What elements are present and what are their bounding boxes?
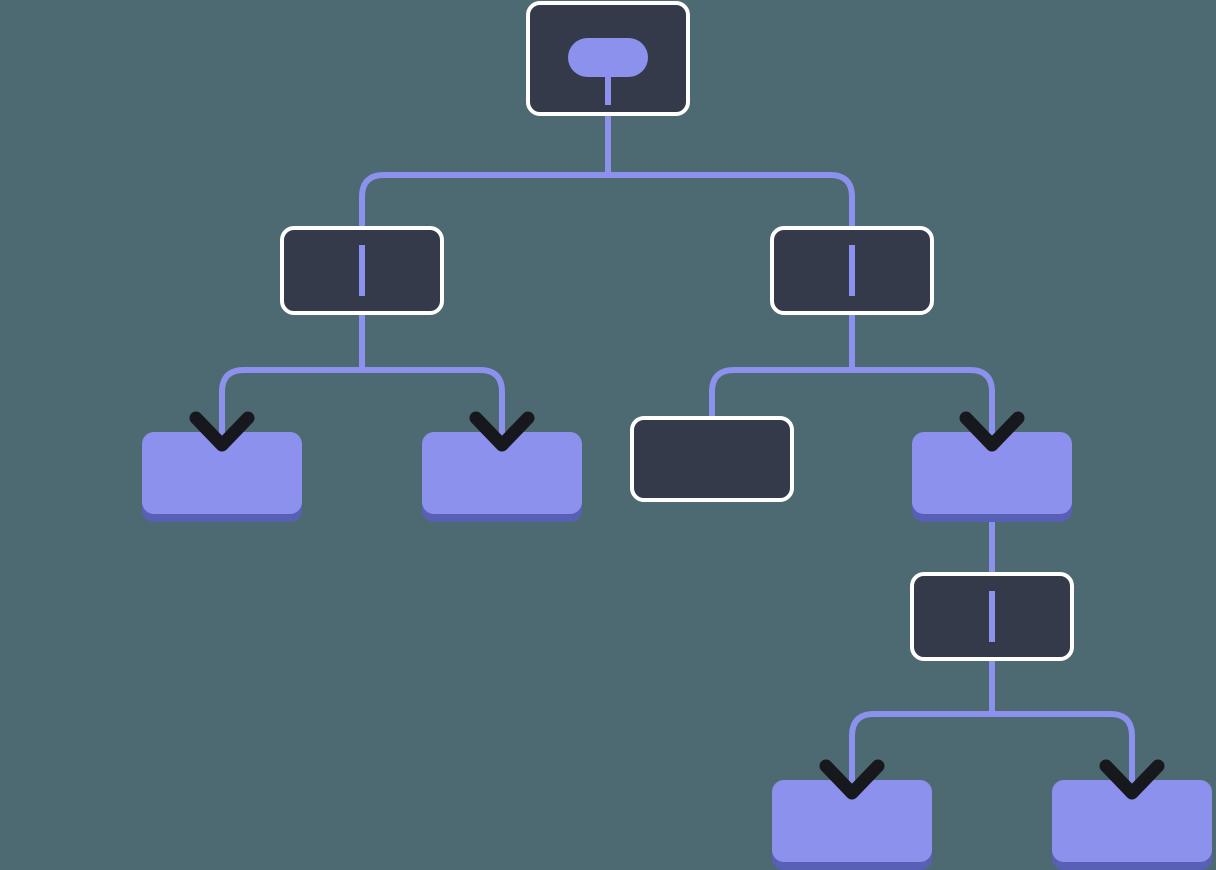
purple-node-layer	[142, 432, 1212, 870]
leaf-node-3-body	[772, 780, 932, 862]
edge-left-to-leaf-1	[219, 313, 365, 440]
edge-root-to-right-branch	[605, 114, 855, 228]
leaf-node-4-body	[1052, 780, 1212, 862]
root-node-pill-glyph	[568, 38, 648, 77]
dark-node-layer	[630, 416, 794, 502]
edge-left-to-leaf-2	[359, 313, 505, 440]
branch-node-right[interactable]	[770, 226, 934, 315]
edge-sub-to-leaf-3	[849, 659, 995, 788]
edge-right-to-mid-purple	[849, 313, 995, 440]
leaf-node-2[interactable]	[422, 432, 582, 522]
leaf-node-1-body	[142, 432, 302, 514]
leaf-node-3[interactable]	[772, 780, 932, 870]
branch-node-left[interactable]	[280, 226, 444, 315]
edge-sub-to-leaf-4	[989, 659, 1135, 788]
root-node[interactable]	[526, 1, 690, 116]
dark-leaf-node[interactable]	[630, 416, 794, 502]
branch-node-layer	[280, 1, 1074, 661]
mid-purple-node-body	[912, 432, 1072, 514]
mid-purple-node[interactable]	[912, 432, 1072, 522]
arrowhead-leaf-node-2	[469, 411, 535, 452]
edge-root-to-left-branch	[359, 114, 611, 228]
arrowhead-mid-purple-node	[959, 411, 1025, 452]
arrowhead-leaf-node-4	[1099, 759, 1165, 800]
arrowhead-leaf-node-1	[189, 411, 255, 452]
leaf-node-2-body	[422, 432, 582, 514]
leaf-node-1[interactable]	[142, 432, 302, 522]
arrowhead-leaf-node-3	[819, 759, 885, 800]
dark-leaf-node-body	[630, 416, 794, 502]
edge-right-to-dark-leaf	[709, 313, 855, 418]
sub-branch-node[interactable]	[910, 572, 1074, 661]
leaf-node-4[interactable]	[1052, 780, 1212, 870]
arrowhead-layer	[189, 411, 1165, 800]
